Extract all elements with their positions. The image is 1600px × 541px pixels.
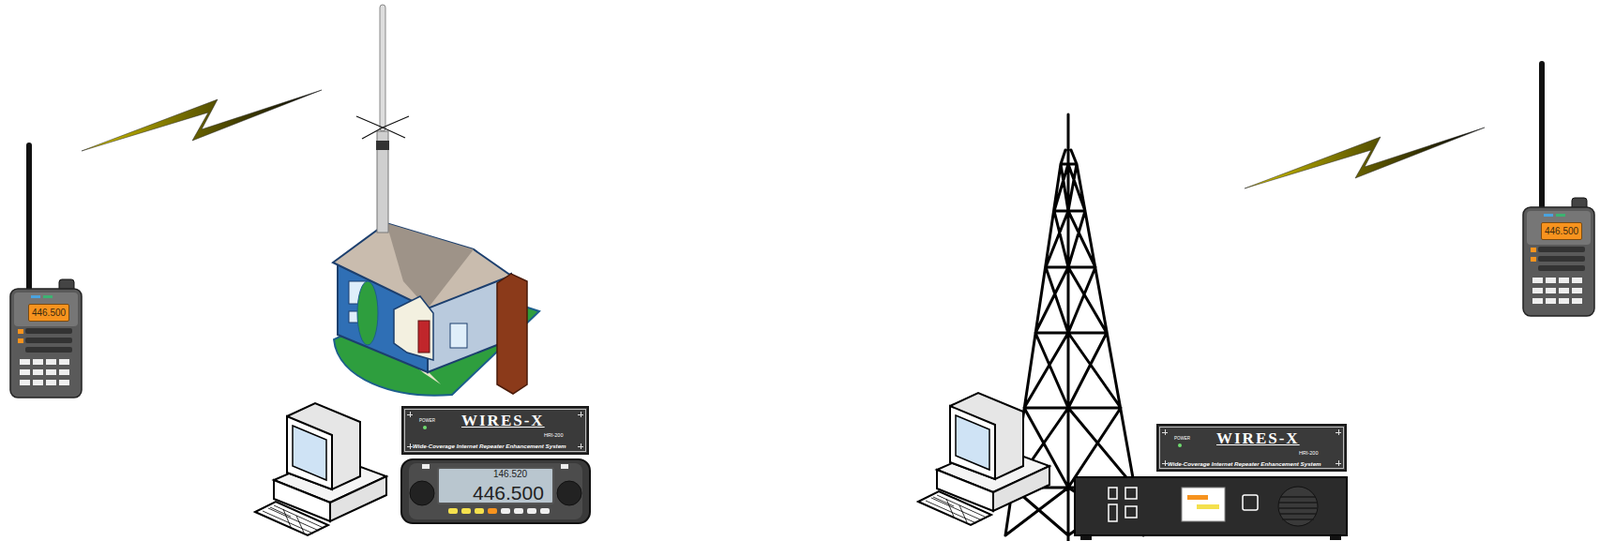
- product-subtitle: Wide-Coverage Internet Repeater Enhancem…: [412, 443, 567, 450]
- transceiver-button: [422, 464, 430, 469]
- repeater-speaker: [1278, 486, 1318, 527]
- garden-tree: [357, 281, 378, 346]
- power-led: [1177, 443, 1182, 448]
- corner-screw: [1162, 429, 1168, 436]
- frequency-readout: 446.500: [472, 483, 544, 503]
- transceiver-panel: [408, 463, 583, 520]
- repeater-switch: [1108, 504, 1117, 522]
- transceiver-knob: [557, 481, 582, 506]
- chimney: [497, 273, 528, 394]
- model-number: HRI-200: [543, 433, 563, 439]
- antenna-mast: [377, 131, 389, 233]
- radio-display: 446.500: [28, 303, 70, 322]
- house: [332, 223, 540, 396]
- mobile-transceiver: [401, 459, 590, 524]
- antenna-radials: [356, 116, 409, 139]
- brand-name: WIRES-X: [1216, 430, 1300, 447]
- handheld-radio: [1523, 60, 1595, 317]
- computer: [255, 403, 387, 536]
- repeater-body: [1074, 477, 1347, 536]
- product-subtitle: Wide-Coverage Internet Repeater Enhancem…: [1167, 461, 1322, 468]
- speaker-grille: [1279, 497, 1317, 520]
- repeater-indicator: [1187, 495, 1208, 500]
- model-number: HRI-200: [1298, 451, 1318, 457]
- repeater-switch: [1125, 506, 1137, 518]
- frequency-readout: 446.500: [29, 308, 69, 318]
- repeater-unit: [1074, 477, 1347, 541]
- corner-screw: [1162, 460, 1168, 467]
- power-label: POWER: [419, 419, 436, 424]
- front-door: [418, 320, 430, 353]
- repeater-foot: [1080, 535, 1092, 541]
- base-antenna: [356, 4, 409, 233]
- brand-name: WIRES-X: [461, 412, 545, 429]
- transceiver-knob: [409, 481, 435, 506]
- gateway-unit: POWER WIRES-X HRI-200Wide-Coverage Interne…: [1156, 423, 1347, 472]
- house-roof: [386, 223, 474, 309]
- radio-signal-bolt: [81, 90, 322, 151]
- frequency-readout: 146.520: [493, 469, 528, 480]
- power-led: [422, 425, 427, 430]
- porch: [393, 296, 434, 361]
- transceiver-body: [401, 459, 590, 524]
- antenna-mast: [379, 4, 386, 132]
- handheld-radio: [10, 142, 82, 398]
- radio-signal-bolt: [1244, 127, 1485, 189]
- computer: [918, 392, 1050, 526]
- corner-screw: [407, 411, 413, 418]
- transceiver-button: [560, 464, 569, 469]
- corner-screw: [577, 443, 584, 450]
- repeater-foot: [1329, 535, 1342, 541]
- repeater-display: [1181, 487, 1225, 522]
- antenna-collar: [376, 140, 390, 151]
- repeater-switch: [1108, 487, 1117, 499]
- repeater-button: [1242, 495, 1258, 511]
- repeater-switch: [1125, 487, 1137, 499]
- frequency-readout: 446.500: [1541, 226, 1582, 237]
- house-window: [450, 323, 468, 348]
- transceiver-buttons: [448, 508, 550, 514]
- radio-display: 146.520 446.500: [437, 467, 555, 505]
- radio-display: 446.500: [1540, 222, 1583, 241]
- corner-screw: [577, 411, 584, 418]
- corner-screw: [1335, 429, 1342, 436]
- repeater-indicator: [1196, 504, 1220, 510]
- corner-screw: [1335, 460, 1342, 467]
- gateway-unit: POWER WIRES-X HRI-200Wide-Coverage Interne…: [401, 406, 589, 455]
- power-label: POWER: [1174, 437, 1191, 442]
- corner-screw: [407, 443, 413, 450]
